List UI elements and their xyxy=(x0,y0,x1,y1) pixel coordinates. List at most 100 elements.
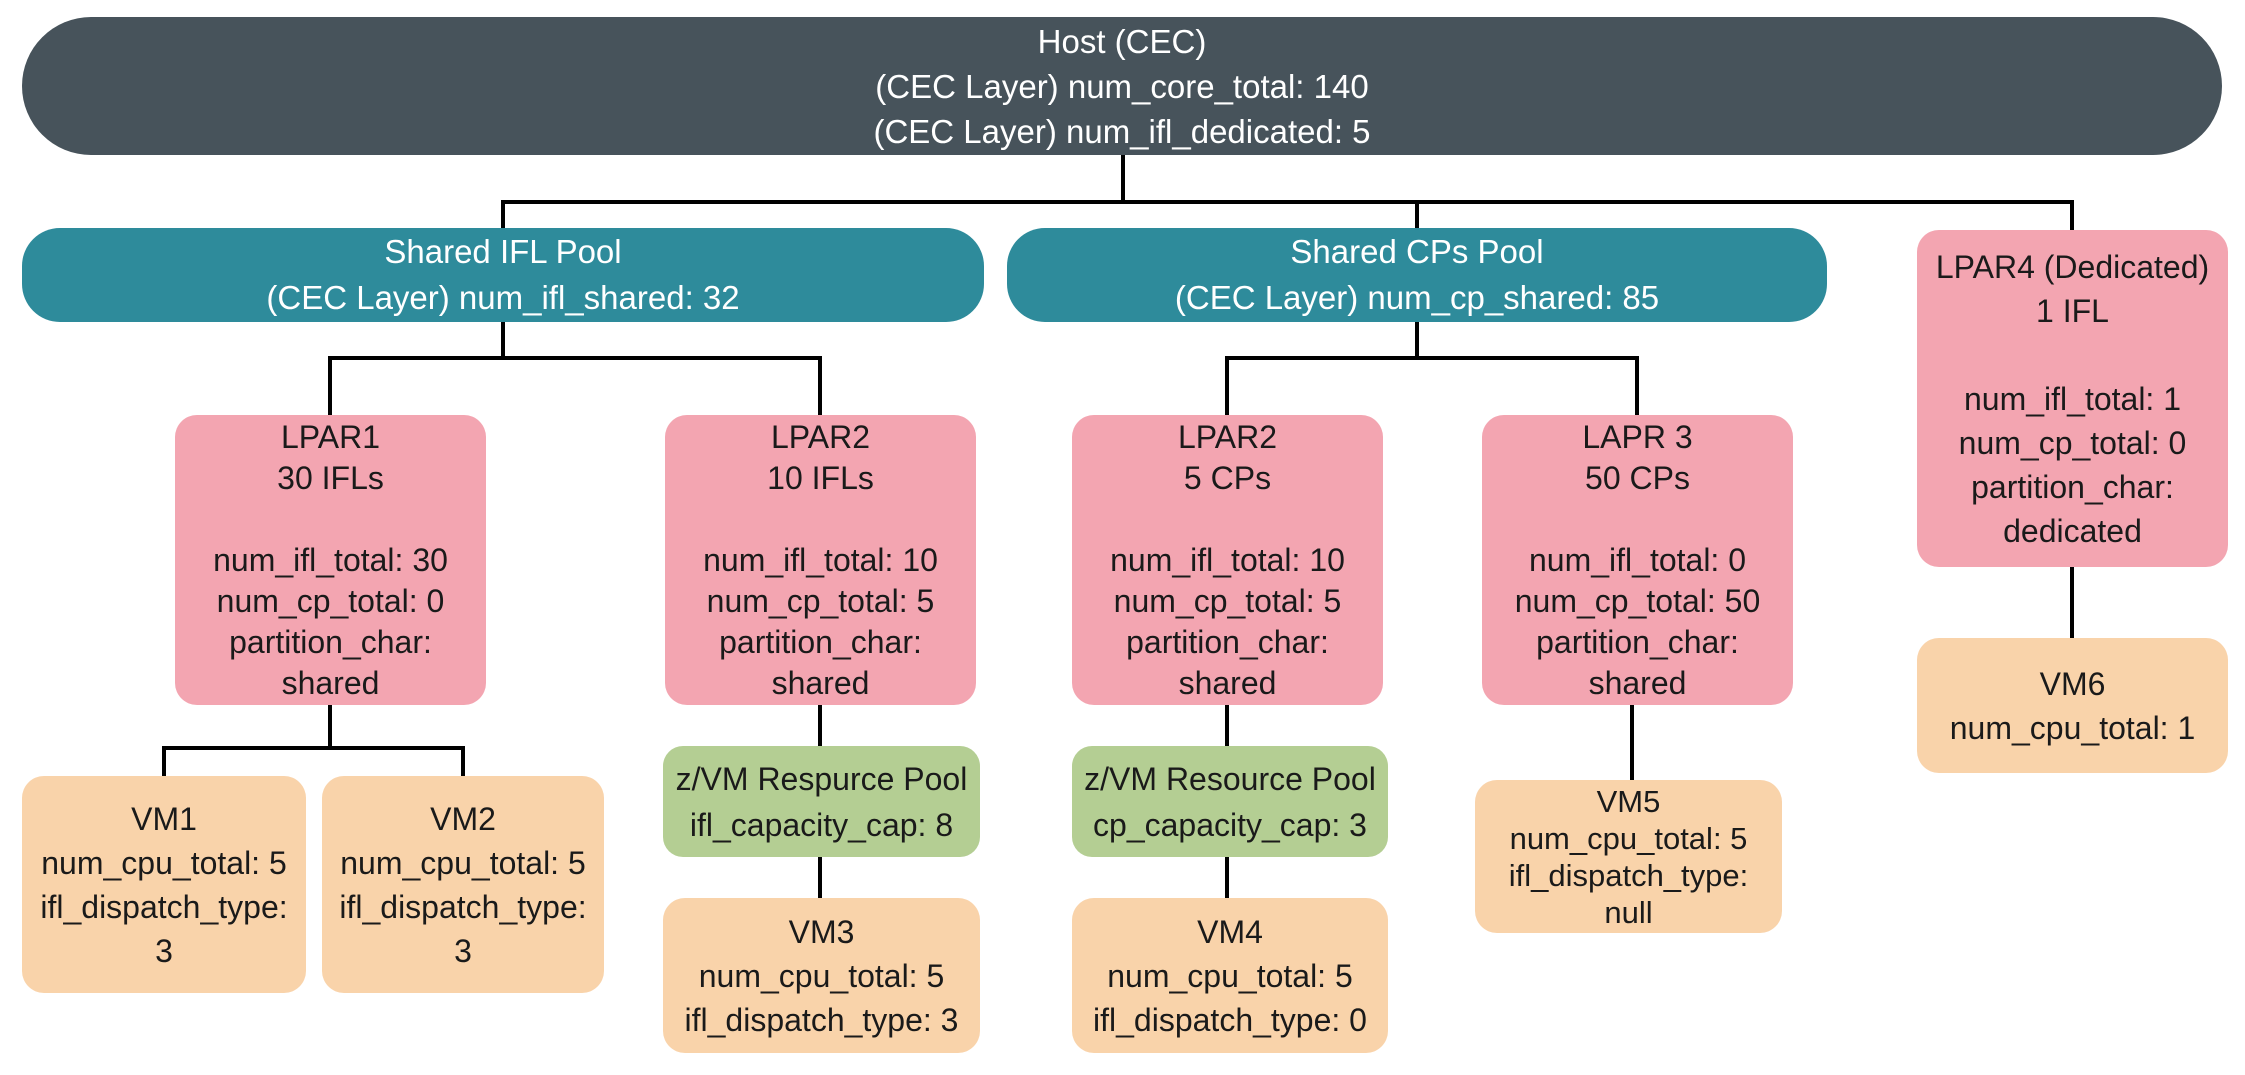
vm3-title: VM3 xyxy=(788,913,855,950)
host-cec-node: Host (CEC) (CEC Layer) num_core_total: 1… xyxy=(22,17,2222,155)
lpar2-cp-attr-partition-char-value: shared xyxy=(1178,664,1277,701)
lpar1-attr-partition-char-key: partition_char: xyxy=(229,623,432,660)
vm5-title: VM5 xyxy=(1596,783,1661,819)
vm4-title: VM4 xyxy=(1197,913,1263,950)
lpar4-node: LPAR4 (Dedicated) 1 IFL num_ifl_total: 1… xyxy=(1917,230,2228,567)
lpar2-ifl-title: LPAR2 xyxy=(770,418,870,455)
vm1-attr-ifl-dispatch-type-key: ifl_dispatch_type: xyxy=(40,888,288,925)
lpar1-attr-partition-char-value: shared xyxy=(281,664,380,701)
vm6-attr-num-cpu-total: num_cpu_total: 1 xyxy=(1949,709,2196,746)
lpar4-attr-num-ifl-total: num_ifl_total: 1 xyxy=(1963,380,2181,417)
connector-lpar2-ifl-to-zvm-pool xyxy=(818,705,822,746)
vm4-node: VM4 num_cpu_total: 5 ifl_dispatch_type: … xyxy=(1072,898,1388,1053)
lpar2-cp-attr-num-cp-total: num_cp_total: 5 xyxy=(1113,582,1342,619)
host-attr-num-ifl-dedicated: (CEC Layer) num_ifl_dedicated: 5 xyxy=(873,112,1371,150)
lpar4-title: LPAR4 (Dedicated) xyxy=(1935,248,2210,285)
lpar2-ifl-attr-partition-char-value: shared xyxy=(771,664,870,701)
lapr3-node: LAPR 3 50 CPs num_ifl_total: 0 num_cp_to… xyxy=(1482,415,1793,705)
connector-rail-lpar1 xyxy=(162,746,465,750)
lpar2-ifl-spacer xyxy=(816,499,825,540)
lpar1-node: LPAR1 30 IFLs num_ifl_total: 30 num_cp_t… xyxy=(175,415,486,705)
vm6-title: VM6 xyxy=(2039,665,2106,702)
connector-to-shared-ifl-pool xyxy=(501,200,505,228)
connector-to-vm1 xyxy=(162,746,166,776)
connector-to-lapr3 xyxy=(1635,356,1639,415)
host-title: Host (CEC) xyxy=(1037,22,1207,60)
connector-zvm-pool-to-vm4 xyxy=(1225,857,1229,898)
lpar2-cp-attr-num-ifl-total: num_ifl_total: 10 xyxy=(1110,541,1345,578)
zvm-resource-pool-cp-node: z/VM Resource Pool cp_capacity_cap: 3 xyxy=(1072,746,1388,857)
connector-rail-top xyxy=(501,200,2074,204)
vm3-attr-ifl-dispatch-type: ifl_dispatch_type: 3 xyxy=(684,1001,959,1038)
lpar4-attr-partition-char-value: dedicated xyxy=(2003,512,2142,549)
vm3-node: VM3 num_cpu_total: 5 ifl_dispatch_type: … xyxy=(663,898,980,1053)
vm5-node: VM5 num_cpu_total: 5 ifl_dispatch_type: … xyxy=(1475,780,1782,933)
connector-cps-pool-drop xyxy=(1415,322,1419,358)
connector-rail-cps-pool xyxy=(1225,356,1639,360)
lpar2-cp-attr-partition-char-key: partition_char: xyxy=(1126,623,1329,660)
lapr3-attr-partition-char-key: partition_char: xyxy=(1536,623,1739,660)
lapr3-attr-partition-char-value: shared xyxy=(1588,664,1687,701)
connector-lpar2-cp-to-zvm-pool xyxy=(1225,705,1229,746)
connector-to-vm2 xyxy=(461,746,465,776)
vm4-attr-num-cpu-total: num_cpu_total: 5 xyxy=(1107,957,1353,994)
vm5-attr-ifl-dispatch-type-value: null xyxy=(1604,894,1653,930)
lpar1-title: LPAR1 xyxy=(280,418,380,455)
vm6-node: VM6 num_cpu_total: 1 xyxy=(1917,638,2228,773)
shared-ifl-pool-title: Shared IFL Pool xyxy=(384,233,622,270)
zvm-resource-pool-ifl-attr-capacity-cap: ifl_capacity_cap: 8 xyxy=(689,806,954,843)
lpar1-spacer xyxy=(326,499,335,540)
vm2-attr-ifl-dispatch-type-key: ifl_dispatch_type: xyxy=(339,888,587,925)
shared-ifl-pool-attr-num-ifl-shared: (CEC Layer) num_ifl_shared: 32 xyxy=(266,279,740,316)
lpar4-attr-num-cp-total: num_cp_total: 0 xyxy=(1958,424,2187,461)
connector-host-drop xyxy=(1121,155,1125,204)
lpar2-cp-spacer xyxy=(1223,499,1232,540)
vm1-title: VM1 xyxy=(131,800,197,837)
lpar4-spacer xyxy=(2068,333,2077,377)
shared-ifl-pool-node: Shared IFL Pool (CEC Layer) num_ifl_shar… xyxy=(22,228,984,322)
vm4-attr-ifl-dispatch-type: ifl_dispatch_type: 0 xyxy=(1093,1001,1367,1038)
lpar2-cp-node: LPAR2 5 CPs num_ifl_total: 10 num_cp_tot… xyxy=(1072,415,1383,705)
connector-lpar4-to-vm6 xyxy=(2070,567,2074,638)
lpar1-attr-num-ifl-total: num_ifl_total: 30 xyxy=(213,541,448,578)
lpar2-ifl-capacity: 10 IFLs xyxy=(767,459,874,496)
vm1-node: VM1 num_cpu_total: 5 ifl_dispatch_type: … xyxy=(22,776,306,993)
vm5-attr-num-cpu-total: num_cpu_total: 5 xyxy=(1509,820,1748,856)
connector-to-lpar2-ifl xyxy=(818,356,822,415)
lpar2-ifl-attr-num-ifl-total: num_ifl_total: 10 xyxy=(703,541,938,578)
host-attr-num-core-total: (CEC Layer) num_core_total: 140 xyxy=(875,67,1369,105)
lapr3-attr-num-cp-total: num_cp_total: 50 xyxy=(1514,582,1761,619)
connector-to-lpar1 xyxy=(328,356,332,415)
vm1-attr-num-cpu-total: num_cpu_total: 5 xyxy=(41,844,287,881)
lpar2-ifl-attr-partition-char-key: partition_char: xyxy=(719,623,922,660)
connector-zvm-pool-to-vm3 xyxy=(818,857,822,898)
connector-to-lpar4 xyxy=(2070,200,2074,230)
connector-rail-ifl-pool xyxy=(328,356,822,360)
connector-ifl-pool-drop xyxy=(501,322,505,358)
lpar4-capacity: 1 IFL xyxy=(2036,292,2109,329)
lapr3-title: LAPR 3 xyxy=(1582,418,1693,455)
vm1-attr-ifl-dispatch-type-value: 3 xyxy=(155,932,173,969)
lpar2-cp-title: LPAR2 xyxy=(1177,418,1277,455)
connector-to-shared-cps-pool xyxy=(1415,200,1419,228)
shared-cps-pool-node: Shared CPs Pool (CEC Layer) num_cp_share… xyxy=(1007,228,1827,322)
vm2-title: VM2 xyxy=(430,800,496,837)
lpar1-capacity: 30 IFLs xyxy=(277,459,384,496)
vm2-attr-num-cpu-total: num_cpu_total: 5 xyxy=(340,844,586,881)
connector-to-lpar2-cp xyxy=(1225,356,1229,415)
lpar4-attr-partition-char-key: partition_char: xyxy=(1971,468,2174,505)
zvm-resource-pool-cp-title: z/VM Resource Pool xyxy=(1084,760,1376,797)
lpar1-attr-num-cp-total: num_cp_total: 0 xyxy=(216,582,445,619)
shared-cps-pool-attr-num-cp-shared: (CEC Layer) num_cp_shared: 85 xyxy=(1174,279,1660,316)
lapr3-capacity: 50 CPs xyxy=(1585,459,1690,496)
lapr3-spacer xyxy=(1633,499,1642,540)
lpar2-ifl-attr-num-cp-total: num_cp_total: 5 xyxy=(706,582,935,619)
zvm-resource-pool-ifl-node: z/VM Respurce Pool ifl_capacity_cap: 8 xyxy=(663,746,980,857)
lpar2-ifl-node: LPAR2 10 IFLs num_ifl_total: 10 num_cp_t… xyxy=(665,415,976,705)
zvm-resource-pool-cp-attr-capacity-cap: cp_capacity_cap: 3 xyxy=(1093,806,1367,843)
vm5-attr-ifl-dispatch-type-key: ifl_dispatch_type: xyxy=(1508,857,1749,893)
connector-lapr3-to-vm5 xyxy=(1630,705,1634,780)
vm2-attr-ifl-dispatch-type-value: 3 xyxy=(454,932,472,969)
lpar2-cp-capacity: 5 CPs xyxy=(1183,459,1272,496)
